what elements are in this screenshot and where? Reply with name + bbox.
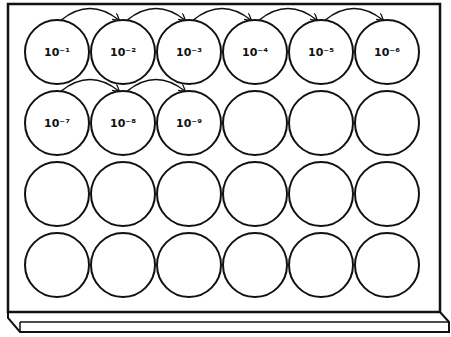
dilution-label: 10⁻⁶ [374,46,400,59]
empty-well [289,233,353,297]
empty-well [355,91,419,155]
dilution-label: 10⁻⁴ [242,46,268,59]
dilution-well: 10⁻⁷ [24,90,90,156]
dilution-label: 10⁻⁸ [110,117,136,130]
plate-top [8,4,440,312]
dilution-well: 10⁻¹ [24,19,90,85]
empty-well [25,162,89,226]
empty-well [355,233,419,297]
dilution-label: 10⁻⁷ [44,117,70,130]
transfer-arc [259,9,317,21]
transfer-arc [325,9,383,21]
empty-well [223,91,287,155]
dilution-label: 10⁻³ [176,46,202,59]
dilution-well: 10⁻⁵ [288,19,354,85]
dilution-well: 10⁻⁸ [90,90,156,156]
transfer-arc [61,9,119,21]
dilution-label: 10⁻¹ [44,46,70,59]
dilution-well: 10⁻³ [156,19,222,85]
dilution-label: 10⁻² [110,46,136,59]
dilution-well: 10⁻⁹ [156,90,222,156]
empty-well [223,233,287,297]
dilution-well: 10⁻² [90,19,156,85]
dilution-well: 10⁻⁴ [222,19,288,85]
plate-edge [20,321,449,323]
plate-side [8,312,449,332]
empty-well [91,233,155,297]
empty-well [355,162,419,226]
plate-edge [19,322,21,332]
empty-well [289,162,353,226]
empty-well [157,233,221,297]
dilution-well: 10⁻⁶ [354,19,420,85]
dilution-label: 10⁻⁵ [308,46,334,59]
transfer-arc [193,9,251,21]
empty-well [157,162,221,226]
empty-well [25,233,89,297]
empty-well [223,162,287,226]
empty-well [289,91,353,155]
empty-well [91,162,155,226]
dilution-label: 10⁻⁹ [176,117,202,130]
transfer-arc [127,9,185,21]
